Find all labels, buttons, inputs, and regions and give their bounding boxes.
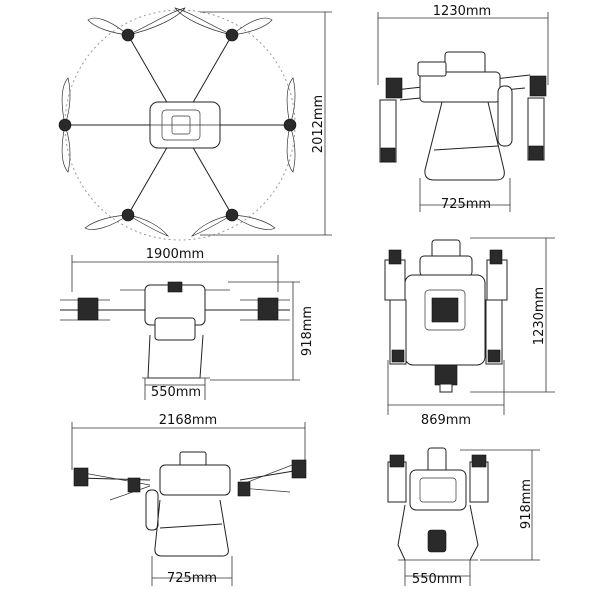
side-view-middle: 1900mm 918mm 550mm — [60, 247, 315, 400]
front-view-top: 1230mm 725mm — [377, 4, 549, 212]
motors — [58, 28, 297, 222]
front-bottom-height-label: 918mm — [519, 479, 534, 529]
side-mid-height-label: 918mm — [300, 306, 315, 356]
top-view: 2012mm — [58, 7, 332, 241]
front-view-bottom: 918mm 550mm — [387, 447, 540, 587]
front-top-width-label: 1230mm — [433, 4, 491, 19]
top-height-label: 2012mm — [311, 95, 326, 153]
front-mid-base-label: 869mm — [421, 413, 471, 428]
propellers — [61, 7, 296, 237]
side-bottom-width-label: 2168mm — [159, 413, 217, 428]
side-mid-width-label: 1900mm — [146, 247, 204, 262]
front-mid-height-label: 1230mm — [532, 287, 547, 345]
side-bottom-base-label: 725mm — [167, 571, 217, 586]
front-view-middle: 1230mm 869mm — [384, 237, 555, 428]
front-bottom-base-label: 550mm — [412, 572, 462, 587]
side-mid-base-label: 550mm — [151, 385, 201, 400]
side-view-bottom: 2168mm 725mm — [71, 413, 307, 586]
front-top-base-label: 725mm — [441, 197, 491, 212]
